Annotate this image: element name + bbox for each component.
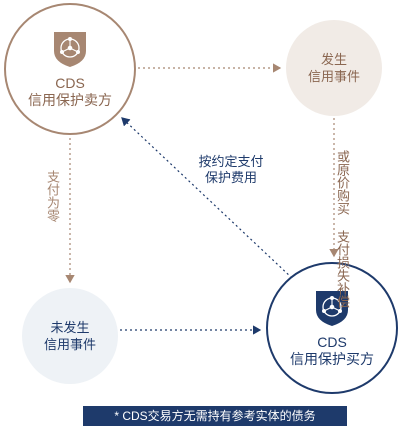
buyer-subtitle: 信用保护买方 bbox=[290, 351, 374, 367]
event-yes-line2: 信用事件 bbox=[307, 69, 360, 84]
premium-payment-label: 按约定支付 保护费用 bbox=[186, 154, 276, 186]
seller-title: CDS bbox=[55, 75, 85, 91]
event-no-line2: 信用事件 bbox=[43, 337, 96, 352]
shield-network-icon bbox=[54, 32, 86, 67]
zero-payment-label: 支付为零 bbox=[45, 170, 60, 222]
arrow-buyer-to-seller bbox=[121, 117, 293, 279]
shield-network-icon bbox=[316, 291, 348, 326]
premium-line1: 按约定支付 bbox=[198, 154, 264, 169]
no-credit-event-node: 未发生 信用事件 bbox=[22, 288, 118, 384]
buyer-title: CDS bbox=[317, 334, 347, 350]
seller-node: CDS 信用保护卖方 bbox=[4, 3, 136, 135]
compensation-col1: 或原价购买 bbox=[335, 150, 350, 215]
compensation-col2: 支付损失补偿 bbox=[335, 230, 350, 308]
credit-event-occurs-node: 发生 信用事件 bbox=[286, 20, 382, 116]
premium-line2: 保护费用 bbox=[204, 170, 257, 185]
buyer-node: CDS 信用保护买方 bbox=[266, 262, 398, 394]
footnote-banner: * CDS交易方无需持有参考实体的债务 bbox=[83, 406, 347, 426]
event-yes-line1: 发生 bbox=[320, 52, 347, 67]
seller-subtitle: 信用保护卖方 bbox=[28, 92, 112, 108]
compensation-label: 或原价购买 支付损失补偿 bbox=[335, 150, 350, 308]
event-no-line1: 未发生 bbox=[50, 320, 90, 335]
